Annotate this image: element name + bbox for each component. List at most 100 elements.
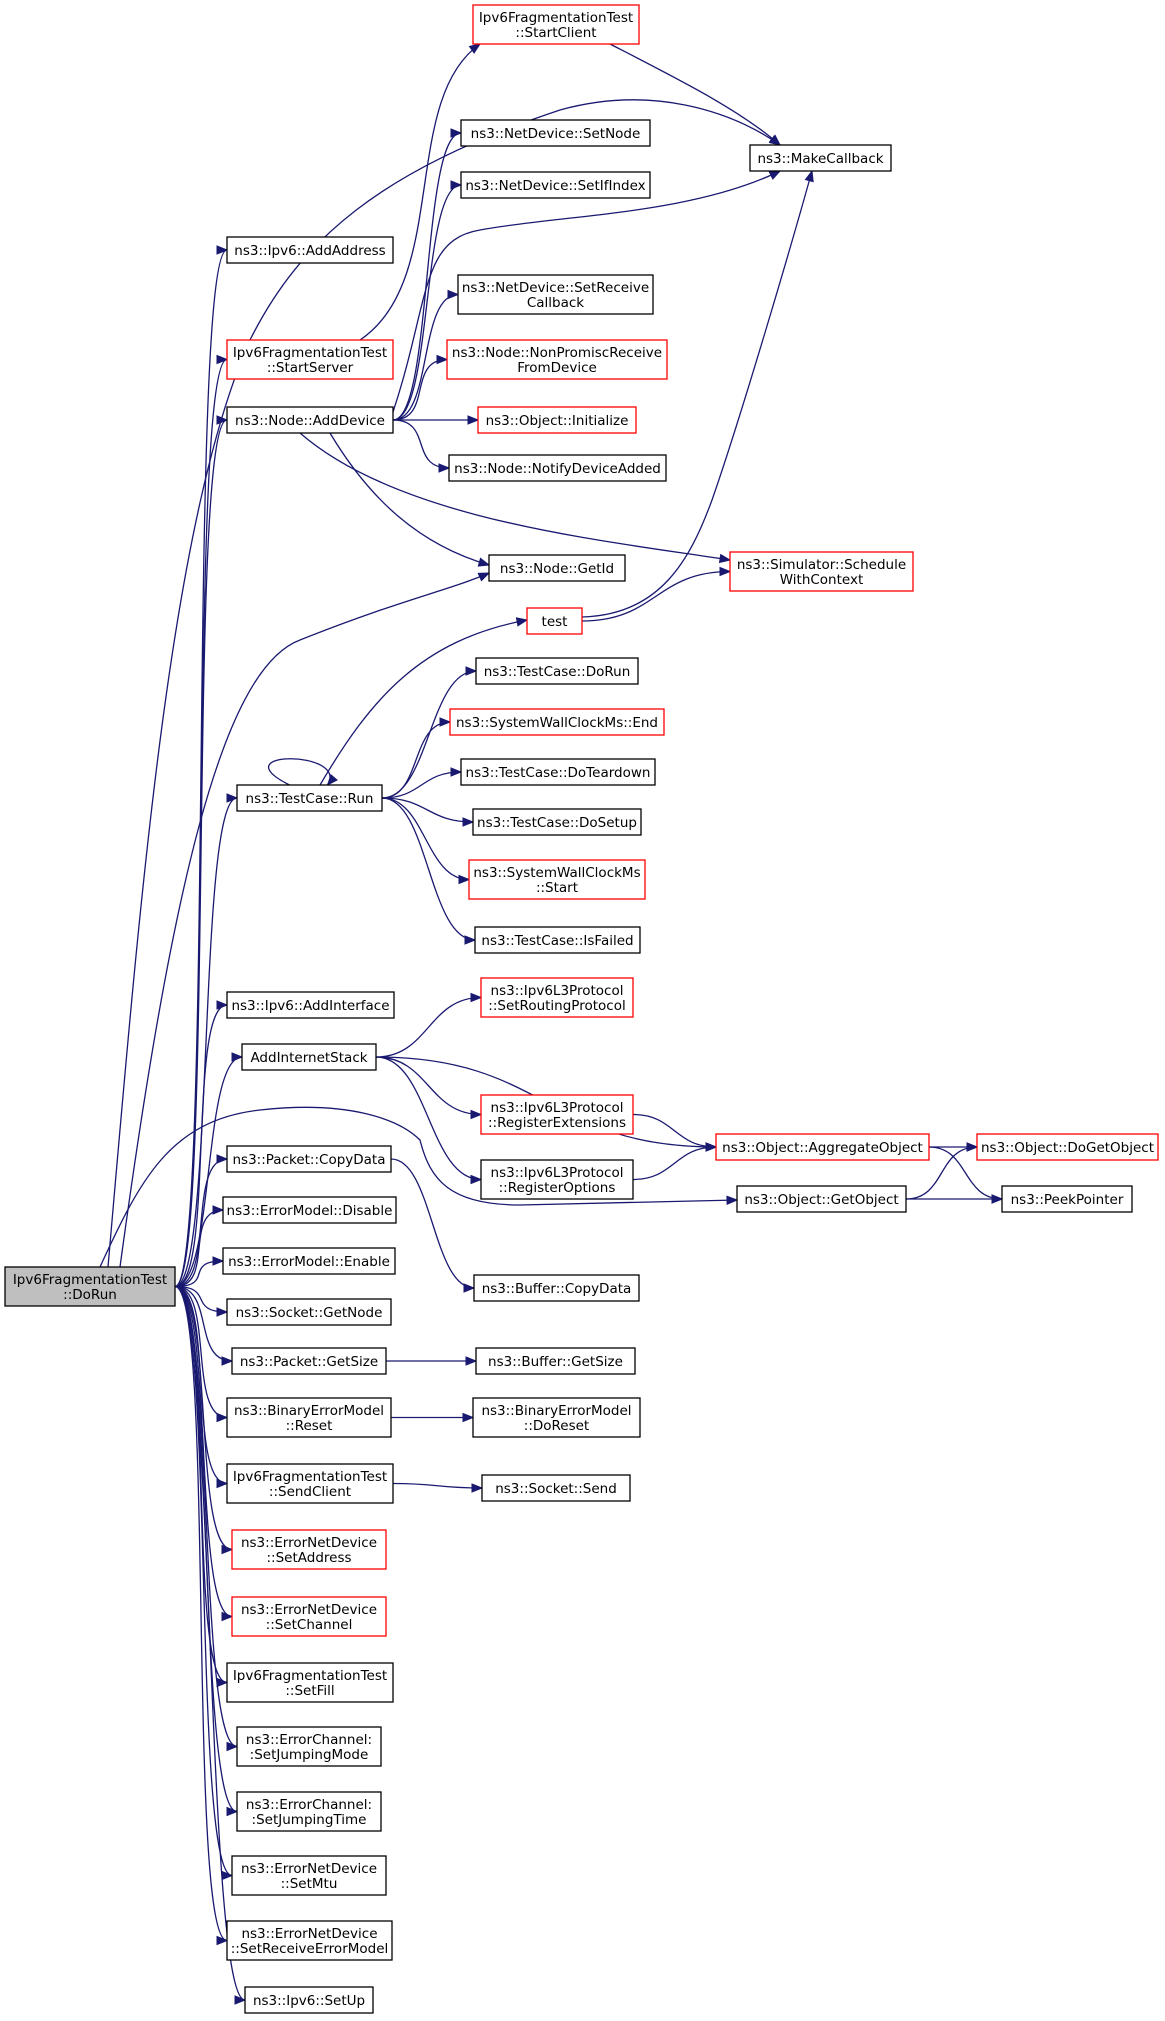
node-testcase_run[interactable]: ns3::TestCase::Run (236, 784, 383, 812)
node-setjumpingtime[interactable]: ns3::ErrorChannel::SetJumpingTime (236, 1791, 382, 1832)
node-box[interactable] (474, 926, 641, 954)
node-test[interactable]: test (526, 607, 583, 635)
node-registerextensions[interactable]: ns3::Ipv6L3Protocol::RegisterExtensions (480, 1094, 634, 1135)
node-box[interactable] (460, 758, 656, 786)
node-getobject[interactable]: ns3::Object::GetObject (736, 1185, 907, 1213)
node-box[interactable] (226, 406, 394, 434)
node-box[interactable] (236, 1726, 382, 1767)
node-setroutingprotocol[interactable]: ns3::Ipv6L3Protocol::SetRoutingProtocol (480, 977, 634, 1018)
node-packet_copydata[interactable]: ns3::Packet::CopyData (226, 1145, 392, 1173)
node-notifydeviceadded[interactable]: ns3::Node::NotifyDeviceAdded (448, 454, 667, 482)
node-box[interactable] (480, 977, 634, 1018)
node-box[interactable] (226, 1298, 392, 1326)
node-peekpointer[interactable]: ns3::PeekPointer (1001, 1185, 1133, 1213)
node-adddevice[interactable]: ns3::Node::AddDevice (226, 406, 394, 434)
node-box[interactable] (472, 4, 640, 45)
node-box[interactable] (481, 1474, 631, 1502)
node-box[interactable] (715, 1133, 930, 1161)
node-box[interactable] (976, 1133, 1159, 1161)
node-aggregateobject[interactable]: ns3::Object::AggregateObject (715, 1133, 930, 1161)
node-box[interactable] (244, 1986, 374, 2014)
node-swc_end[interactable]: ns3::SystemWallClockMs::End (449, 708, 665, 736)
node-enable[interactable]: ns3::ErrorModel::Enable (222, 1247, 396, 1275)
node-box[interactable] (231, 1596, 387, 1637)
node-swc_start[interactable]: ns3::SystemWallClockMs::Start (468, 859, 646, 900)
node-box[interactable] (449, 708, 665, 736)
node-buffer_copydata[interactable]: ns3::Buffer::CopyData (473, 1274, 640, 1302)
node-box[interactable] (526, 607, 583, 635)
node-setfill[interactable]: Ipv6FragmentationTest::SetFill (226, 1662, 394, 1703)
node-setjumpingmode[interactable]: ns3::ErrorChannel::SetJumpingMode (236, 1726, 382, 1767)
node-registeroptions[interactable]: ns3::Ipv6L3Protocol::RegisterOptions (480, 1159, 634, 1200)
node-setifindex[interactable]: ns3::NetDevice::SetIfIndex (460, 171, 651, 199)
node-setaddress[interactable]: ns3::ErrorNetDevice::SetAddress (231, 1529, 387, 1570)
node-setnode[interactable]: ns3::NetDevice::SetNode (460, 119, 651, 147)
node-box[interactable] (236, 1791, 382, 1832)
node-buffer_getsize[interactable]: ns3::Buffer::GetSize (475, 1347, 636, 1375)
node-box[interactable] (475, 1347, 636, 1375)
node-box[interactable] (231, 1855, 387, 1896)
node-socket_getnode[interactable]: ns3::Socket::GetNode (226, 1298, 392, 1326)
node-doteardown[interactable]: ns3::TestCase::DoTeardown (460, 758, 656, 786)
node-box[interactable] (4, 1266, 176, 1307)
node-socket_send[interactable]: ns3::Socket::Send (481, 1474, 631, 1502)
node-root[interactable]: Ipv6FragmentationTest::DoRun (4, 1266, 176, 1307)
node-box[interactable] (226, 1145, 392, 1173)
node-box[interactable] (448, 454, 667, 482)
node-addinternetstack[interactable]: AddInternetStack (241, 1043, 377, 1071)
node-box[interactable] (475, 657, 639, 685)
node-box[interactable] (226, 1662, 394, 1703)
node-getid[interactable]: ns3::Node::GetId (488, 554, 626, 582)
node-box[interactable] (480, 1094, 634, 1135)
node-box[interactable] (729, 551, 914, 592)
node-box[interactable] (457, 274, 654, 315)
node-addinterface[interactable]: ns3::Ipv6::AddInterface (226, 991, 395, 1019)
node-box[interactable] (472, 808, 642, 836)
node-initialize[interactable]: ns3::Object::Initialize (477, 406, 637, 434)
node-makecallback[interactable]: ns3::MakeCallback (749, 144, 892, 172)
node-box[interactable] (222, 1247, 396, 1275)
node-startserver[interactable]: Ipv6FragmentationTest::StartServer (226, 339, 394, 380)
node-sendclient[interactable]: Ipv6FragmentationTest::SendClient (226, 1463, 394, 1504)
node-dogetobject[interactable]: ns3::Object::DoGetObject (976, 1133, 1159, 1161)
node-box[interactable] (231, 1347, 387, 1375)
node-setmtu[interactable]: ns3::ErrorNetDevice::SetMtu (231, 1855, 387, 1896)
node-dosetup[interactable]: ns3::TestCase::DoSetup (472, 808, 642, 836)
node-box[interactable] (473, 1274, 640, 1302)
node-box[interactable] (226, 339, 394, 380)
node-box[interactable] (226, 1397, 392, 1438)
node-box[interactable] (222, 1196, 397, 1224)
node-packet_getsize[interactable]: ns3::Packet::GetSize (231, 1347, 387, 1375)
node-box[interactable] (226, 1920, 393, 1961)
node-box[interactable] (472, 1397, 641, 1438)
node-box[interactable] (1001, 1185, 1133, 1213)
node-setchannel[interactable]: ns3::ErrorNetDevice::SetChannel (231, 1596, 387, 1637)
node-startclient[interactable]: Ipv6FragmentationTest::StartClient (472, 4, 640, 45)
node-box[interactable] (460, 171, 651, 199)
node-box[interactable] (736, 1185, 907, 1213)
node-box[interactable] (446, 339, 668, 380)
node-box[interactable] (241, 1043, 377, 1071)
node-addaddress[interactable]: ns3::Ipv6::AddAddress (226, 236, 394, 264)
node-box[interactable] (488, 554, 626, 582)
node-box[interactable] (226, 1463, 394, 1504)
node-isfailed[interactable]: ns3::TestCase::IsFailed (474, 926, 641, 954)
node-box[interactable] (468, 859, 646, 900)
node-box[interactable] (236, 784, 383, 812)
node-box[interactable] (226, 991, 395, 1019)
node-bem_doreset[interactable]: ns3::BinaryErrorModel::DoReset (472, 1397, 641, 1438)
node-box[interactable] (231, 1529, 387, 1570)
node-box[interactable] (477, 406, 637, 434)
node-setreceiveerrormodel[interactable]: ns3::ErrorNetDevice::SetReceiveErrorMode… (226, 1920, 393, 1961)
node-testcase_dorun[interactable]: ns3::TestCase::DoRun (475, 657, 639, 685)
node-box[interactable] (226, 236, 394, 264)
node-setup[interactable]: ns3::Ipv6::SetUp (244, 1986, 374, 2014)
node-bem_reset[interactable]: ns3::BinaryErrorModel::Reset (226, 1397, 392, 1438)
node-box[interactable] (749, 144, 892, 172)
node-disable[interactable]: ns3::ErrorModel::Disable (222, 1196, 397, 1224)
node-box[interactable] (480, 1159, 634, 1200)
node-box[interactable] (460, 119, 651, 147)
